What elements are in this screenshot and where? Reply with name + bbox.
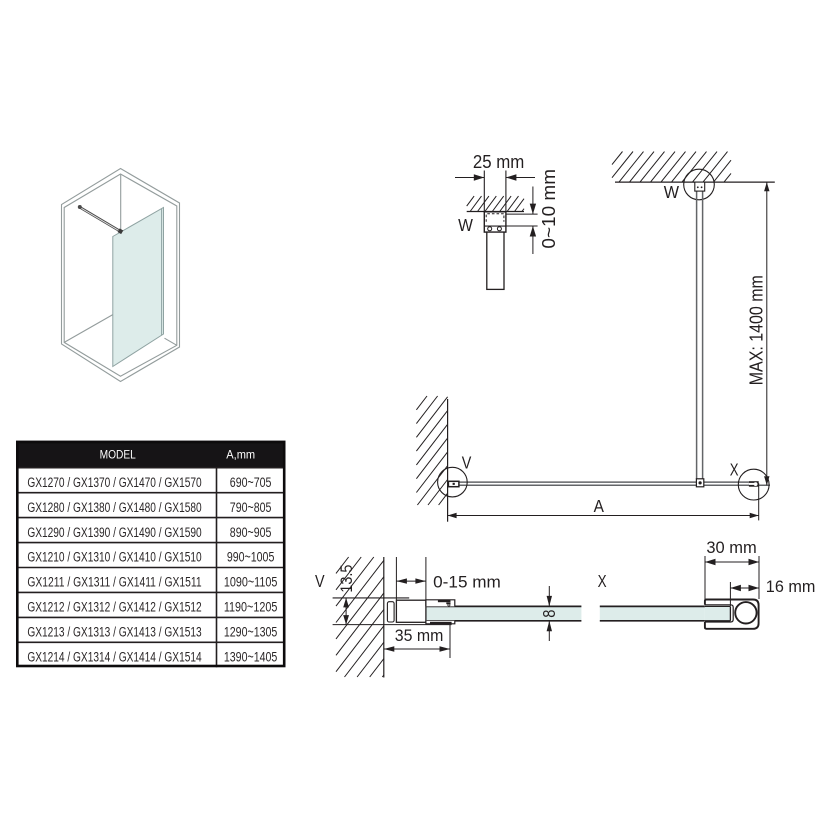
svg-text:MAX: 1400 mm: MAX: 1400 mm bbox=[747, 275, 767, 385]
svg-text:W: W bbox=[664, 182, 680, 202]
svg-text:X: X bbox=[730, 459, 739, 479]
svg-text:16 mm: 16 mm bbox=[766, 577, 816, 596]
svg-text:790~805: 790~805 bbox=[230, 500, 272, 515]
svg-text:8: 8 bbox=[539, 610, 559, 618]
svg-text:GX1270 / GX1370 / GX1470 / GX1: GX1270 / GX1370 / GX1470 / GX1570 bbox=[27, 475, 201, 490]
svg-text:1190~1205: 1190~1205 bbox=[224, 600, 278, 615]
svg-text:1090~1105: 1090~1105 bbox=[224, 575, 278, 590]
svg-text:W: W bbox=[458, 215, 473, 235]
svg-text:GX1280 / GX1380 / GX1480 / GX1: GX1280 / GX1380 / GX1480 / GX1580 bbox=[27, 500, 201, 515]
svg-text:1390~1405: 1390~1405 bbox=[224, 650, 278, 665]
svg-text:990~1005: 990~1005 bbox=[227, 550, 275, 565]
svg-text:X: X bbox=[598, 571, 607, 591]
svg-text:0~10 mm: 0~10 mm bbox=[539, 169, 559, 249]
svg-text:GX1213 / GX1313 / GX1413 / GX1: GX1213 / GX1313 / GX1413 / GX1513 bbox=[27, 625, 201, 640]
svg-text:GX1210 / GX1310 / GX1410 / GX1: GX1210 / GX1310 / GX1410 / GX1510 bbox=[27, 550, 201, 565]
svg-text:GX1290 / GX1390 / GX1490 / GX1: GX1290 / GX1390 / GX1490 / GX1590 bbox=[27, 525, 201, 540]
svg-text:1290~1305: 1290~1305 bbox=[224, 625, 278, 640]
svg-text:690~705: 690~705 bbox=[230, 475, 272, 490]
svg-text:890~905: 890~905 bbox=[230, 525, 272, 540]
svg-text:13.5: 13.5 bbox=[337, 565, 356, 593]
svg-text:0-15 mm: 0-15 mm bbox=[433, 572, 501, 591]
svg-text:MODEL: MODEL bbox=[100, 447, 137, 461]
svg-text:25 mm: 25 mm bbox=[473, 152, 525, 172]
svg-text:GX1212 / GX1312 / GX1412 / GX1: GX1212 / GX1312 / GX1412 / GX1512 bbox=[27, 600, 201, 615]
svg-text:30 mm: 30 mm bbox=[706, 538, 756, 557]
svg-text:A,mm: A,mm bbox=[226, 447, 255, 461]
svg-text:A: A bbox=[594, 496, 605, 516]
svg-text:35 mm: 35 mm bbox=[395, 626, 444, 645]
svg-text:V: V bbox=[462, 453, 472, 473]
svg-text:GX1214 / GX1314 / GX1414 / GX1: GX1214 / GX1314 / GX1414 / GX1514 bbox=[27, 650, 202, 665]
svg-text:V: V bbox=[315, 571, 325, 591]
svg-text:GX1211 / GX1311 / GX1411 / GX1: GX1211 / GX1311 / GX1411 / GX1511 bbox=[27, 575, 201, 590]
